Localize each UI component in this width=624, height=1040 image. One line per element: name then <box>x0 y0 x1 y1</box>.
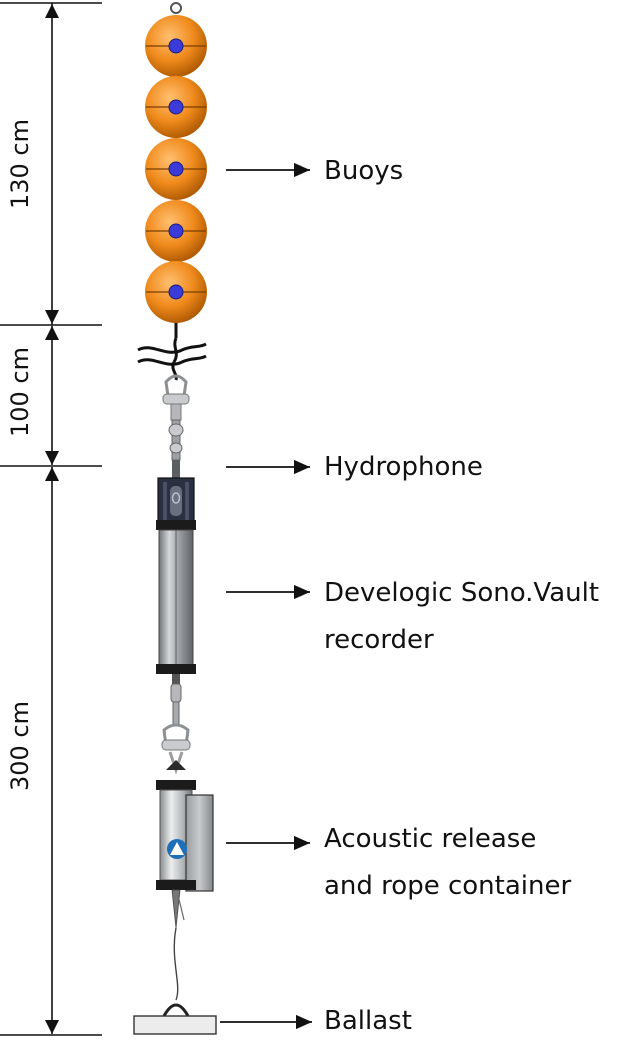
label-buoys: Buoys <box>324 156 404 186</box>
label-release-line1: Acoustic release <box>324 824 537 854</box>
ballast-icon <box>133 1003 217 1035</box>
dimension-130 <box>0 2 102 326</box>
buoy-icon <box>145 138 207 200</box>
label-recorder-line1: Develogic Sono.Vault <box>324 578 600 608</box>
hydrophone-icon <box>157 460 195 523</box>
rope-break-icon <box>137 323 207 381</box>
label-ballast: Ballast <box>324 1006 412 1036</box>
acoustic-release-icon <box>156 760 214 929</box>
top-ring-icon <box>170 2 182 14</box>
buoy-icon <box>145 200 207 262</box>
dimension-label-100: 100 cm <box>6 347 34 438</box>
label-hydrophone: Hydrophone <box>324 452 483 482</box>
label-recorder-line2: recorder <box>324 625 434 655</box>
buoy-icon <box>145 15 207 77</box>
lower-shackle-icon <box>161 674 191 775</box>
buoy-icon <box>145 76 207 138</box>
buoy-icon <box>145 261 207 323</box>
label-release-line2: and rope container <box>324 871 572 901</box>
dimension-100 <box>0 326 102 467</box>
dimension-300 <box>0 467 102 1036</box>
buoys <box>145 15 207 323</box>
shackle-icon <box>162 374 190 461</box>
pointer-arrows <box>220 162 312 1030</box>
dimension-label-300: 300 cm <box>6 701 34 792</box>
dimension-label-130: 130 cm <box>6 119 34 210</box>
ballast-line <box>173 927 179 1001</box>
recorder-icon <box>156 520 196 674</box>
